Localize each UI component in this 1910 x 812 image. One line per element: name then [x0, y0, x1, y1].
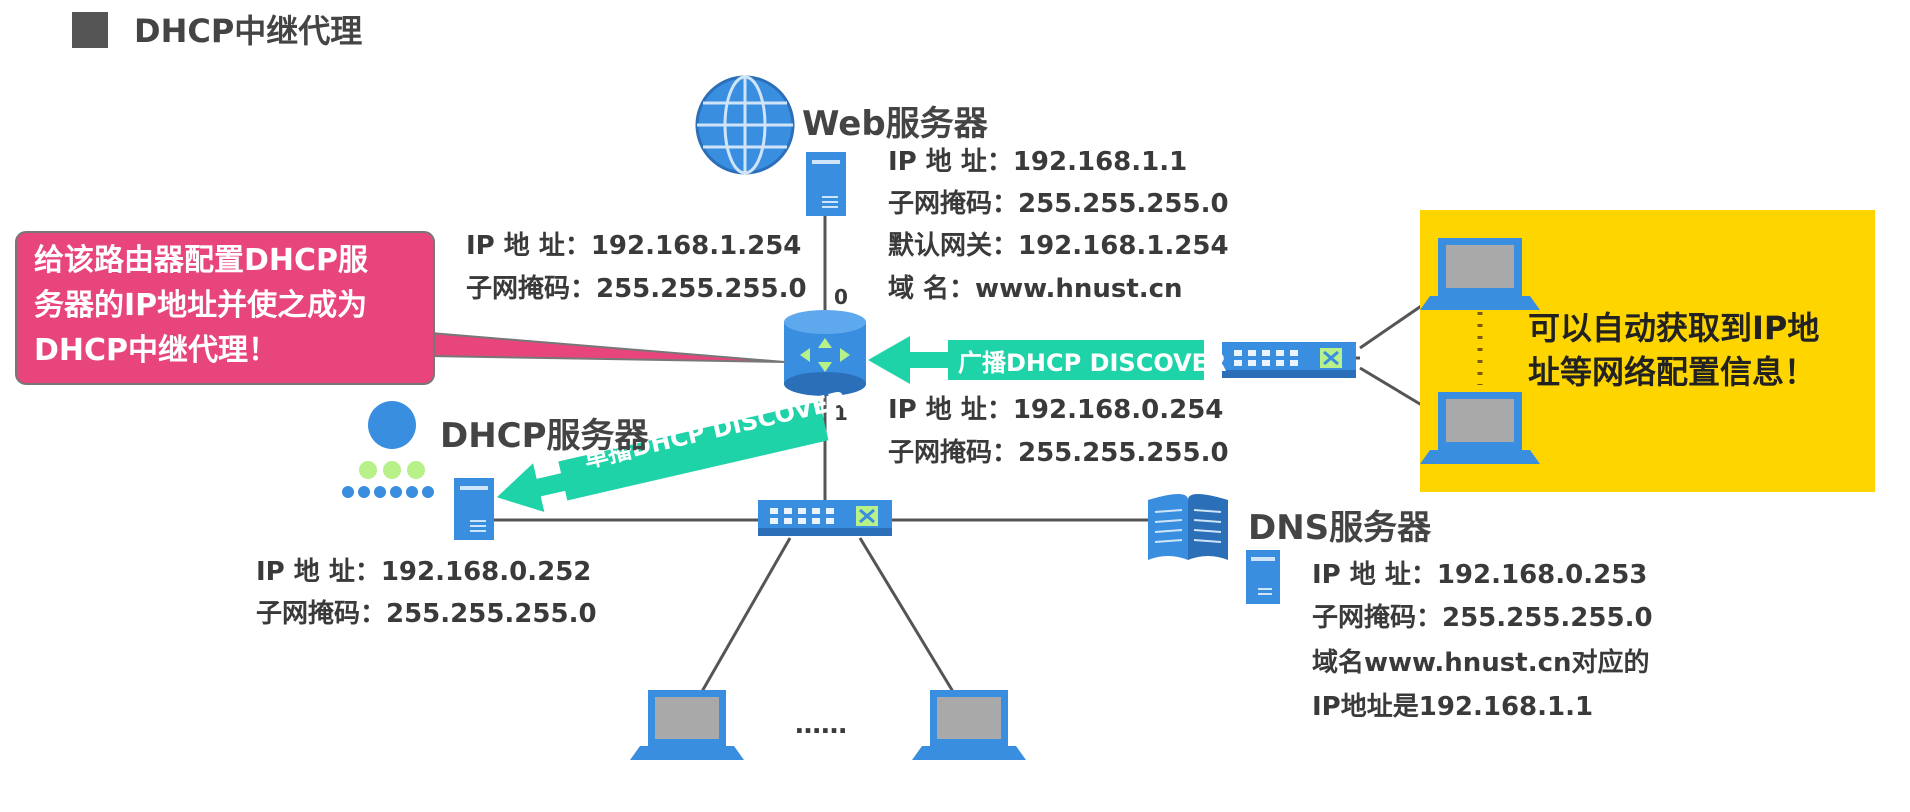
title-square-icon [72, 12, 108, 48]
laptop-bottom-left-icon [630, 690, 744, 760]
dhcp-server-name: DHCP服务器 [440, 416, 649, 456]
dns-ip: IP 地 址：192.168.0.253 [1312, 560, 1648, 590]
callout-bubble [15, 231, 786, 385]
router-if0-ip: IP 地 址：192.168.1.254 [466, 231, 802, 261]
dhcp-cluster-icon [342, 401, 434, 498]
laptop-bottom-icon [1420, 392, 1540, 464]
web-server-name: Web服务器 [802, 104, 988, 144]
yellow-note-line-1: 可以自动获取到IP地 [1528, 309, 1820, 347]
router-if0-mask: 子网掩码：255.255.255.0 [466, 274, 807, 304]
laptop-top-icon [1420, 238, 1540, 310]
bottom-ellipsis: …… [795, 710, 847, 740]
dhcp-ip: IP 地 址：192.168.0.252 [256, 557, 592, 587]
right-switch-icon [1222, 342, 1356, 378]
router-if0-port: 0 [834, 285, 848, 309]
dns-domain-line: 域名www.hnust.cn对应的 [1312, 648, 1650, 678]
page-title: DHCP中继代理 [134, 12, 363, 50]
router-if1-mask: 子网掩码：255.255.255.0 [888, 438, 1229, 468]
web-domain: 域 名：www.hnust.cn [888, 274, 1183, 304]
dns-server-name: DNS服务器 [1248, 508, 1432, 548]
broadcast-arrow [868, 336, 1204, 384]
broadcast-label: 广播DHCP DISCOVER [958, 349, 1227, 377]
callout-line-3: DHCP中继代理！ [34, 333, 279, 368]
yellow-note-line-2: 址等网络配置信息！ [1528, 353, 1817, 391]
web-mask: 子网掩码：255.255.255.0 [888, 189, 1229, 219]
globe-icon [695, 75, 795, 175]
router-icon [784, 310, 866, 396]
dns-server-icon [1246, 550, 1280, 604]
router-if1-ip: IP 地 址：192.168.0.254 [888, 395, 1224, 425]
web-server-icon [806, 152, 846, 216]
router-if1-port: 1 [834, 401, 848, 425]
dns-mask: 子网掩码：255.255.255.0 [1312, 603, 1653, 633]
callout-line-1: 给该路由器配置DHCP服 [34, 243, 369, 278]
center-switch-icon [758, 500, 892, 536]
dns-book-icon [1148, 494, 1228, 560]
web-gateway: 默认网关：192.168.1.254 [888, 231, 1229, 261]
web-ip: IP 地 址：192.168.1.1 [888, 147, 1188, 177]
unicast-arrow [496, 401, 829, 512]
dhcp-server-icon [454, 478, 494, 540]
laptop-bottom-right-icon [912, 690, 1026, 760]
dns-ip-line: IP地址是192.168.1.1 [1312, 692, 1594, 722]
callout-line-2: 务器的IP地址并使之成为 [34, 288, 368, 323]
dhcp-mask: 子网掩码：255.255.255.0 [256, 599, 597, 629]
